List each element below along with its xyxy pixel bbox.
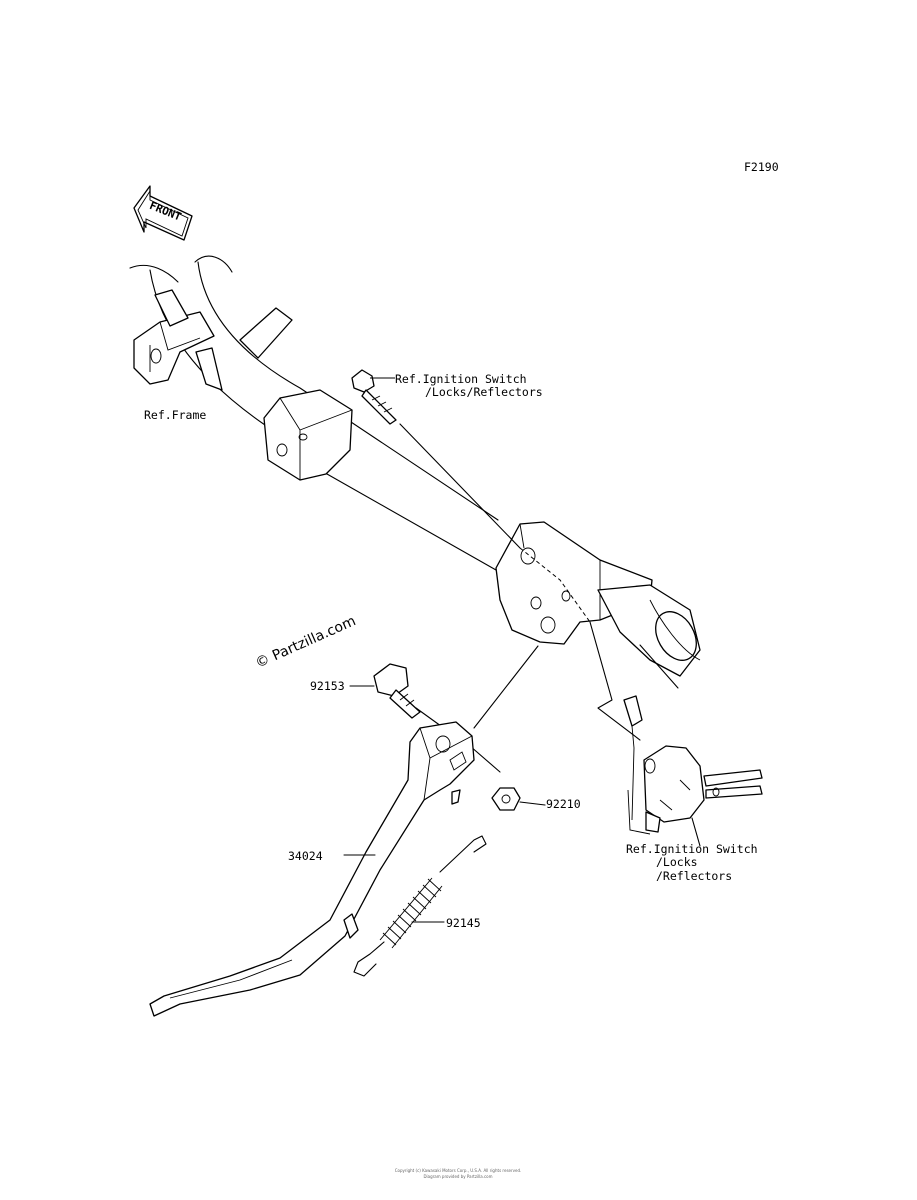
footer-copyright-1: Copyright (c) Kawasaki Motors Corp., U.S… [395, 1168, 522, 1173]
part-number-92153: 92153 [310, 679, 345, 693]
ignition-bolt [351, 369, 397, 425]
partzilla-watermark: © Partzilla.com [253, 613, 358, 672]
footer-copyright-2: Diagram provided by Partzilla.com [423, 1174, 492, 1179]
stand-switch [623, 695, 763, 835]
frame-illustration [129, 255, 701, 689]
bolt-92153 [373, 663, 421, 719]
ref-ignition-top-label-2: /Locks/Reflectors [425, 385, 543, 399]
ref-frame-label: Ref.Frame [144, 408, 206, 422]
ref-ignition-right-label-2: /Locks [656, 855, 698, 869]
part-number-92145: 92145 [446, 916, 481, 930]
part-number-34024: 34024 [288, 849, 323, 863]
ref-ignition-right-label-3: /Reflectors [656, 869, 732, 883]
front-arrow-icon: FRONT [133, 185, 193, 241]
ref-ignition-top-label-1: Ref.Ignition Switch [395, 372, 527, 386]
nut-92210 [491, 787, 521, 811]
ref-ignition-right-label-1: Ref.Ignition Switch [626, 842, 758, 856]
spring-92145 [353, 835, 487, 977]
figure-code: F2190 [744, 160, 779, 174]
part-number-92210: 92210 [546, 797, 581, 811]
side-stand-34024 [149, 721, 475, 1017]
